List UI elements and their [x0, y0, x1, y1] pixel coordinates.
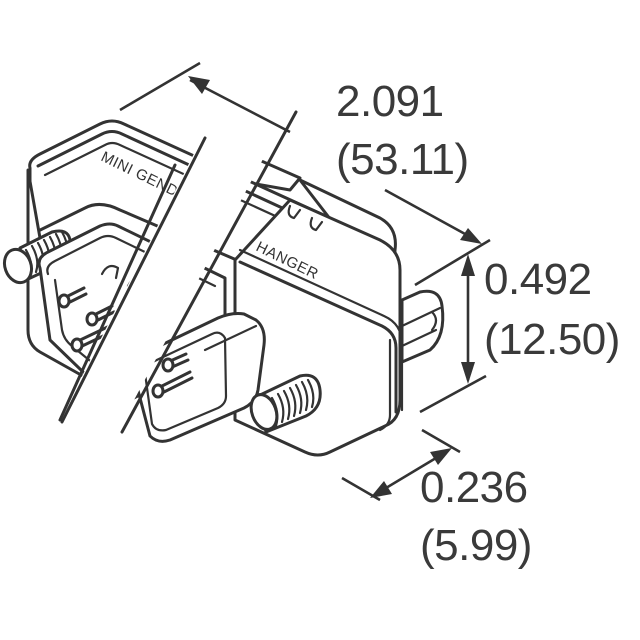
length-mm-label: (53.11) — [336, 135, 469, 184]
break-band — [58, 78, 300, 434]
depth-mm-label: (5.99) — [420, 521, 532, 570]
right-screw — [249, 373, 322, 434]
height-inches-label: 0.492 — [484, 255, 592, 304]
right-plug-shell — [128, 312, 266, 443]
height-mm-label: (12.50) — [484, 315, 620, 364]
length-inches-label: 2.091 — [336, 77, 444, 126]
rear-right-screw — [400, 289, 445, 364]
dimension-depth — [341, 428, 461, 502]
dimension-height — [419, 254, 487, 414]
depth-inches-label: 0.236 — [420, 463, 528, 512]
dimension-length — [119, 61, 491, 287]
right-plug-pins — [151, 352, 194, 399]
